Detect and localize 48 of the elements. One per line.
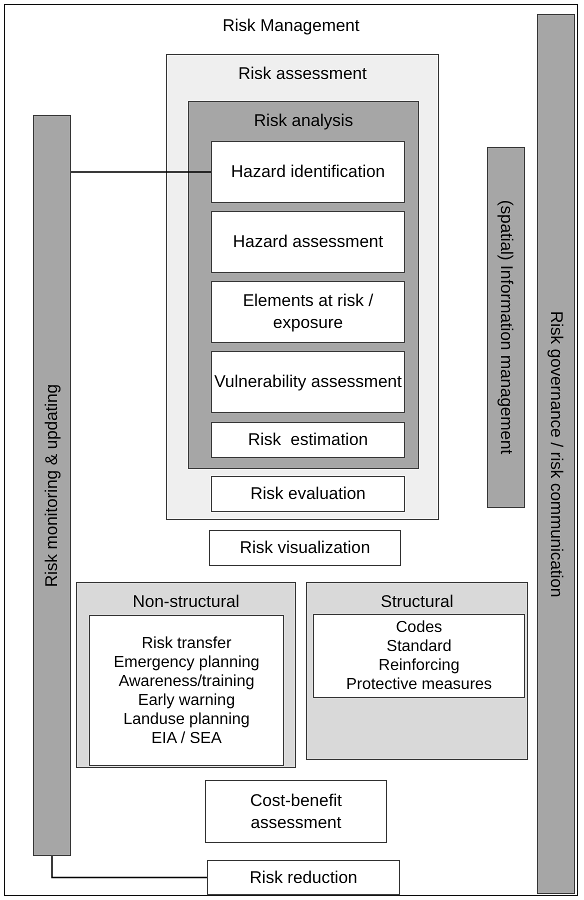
process-box — [211, 476, 405, 512]
band-label: (spatial) Information management — [496, 200, 517, 455]
process-box — [211, 351, 405, 413]
connector-line — [71, 171, 211, 173]
list-item: Early warning — [138, 690, 235, 710]
list-item: Emergency planning — [114, 652, 260, 672]
box-label: Cost-benefit assessment — [249, 790, 343, 834]
process-box — [207, 860, 400, 895]
process-box — [211, 211, 405, 273]
vertical-band — [537, 14, 575, 894]
list-box — [89, 615, 284, 766]
list-item: Protective measures — [346, 675, 492, 694]
list-item: Risk transfer — [142, 634, 232, 652]
process-box — [205, 780, 387, 843]
list-item: Standard — [386, 637, 452, 656]
box-label: Vulnerability assessment — [214, 371, 402, 393]
group-title: Risk assessment — [237, 63, 368, 85]
list-box — [313, 614, 525, 698]
process-box — [211, 422, 405, 458]
process-box — [211, 281, 405, 343]
vertical-band — [33, 115, 71, 856]
group-panel — [306, 582, 528, 760]
band-label: Risk governance / risk communication — [546, 310, 567, 598]
band-label: Risk monitoring & updating — [41, 384, 62, 588]
list-item: Codes — [396, 618, 442, 637]
group-panel — [76, 582, 296, 768]
box-label: Risk reduction — [250, 866, 358, 888]
process-box — [209, 530, 401, 566]
group-title: Non-structural — [132, 591, 240, 613]
group-panel — [188, 101, 419, 469]
group-title: Risk Management — [221, 15, 360, 37]
box-label: Risk estimation — [248, 429, 368, 451]
connector-line — [51, 856, 207, 878]
group-title: Structural — [380, 591, 454, 613]
box-label: Risk evaluation — [250, 483, 366, 505]
group-panel — [166, 54, 439, 520]
list-item: EIA / SEA — [151, 728, 222, 748]
box-label: Hazard assessment — [232, 231, 384, 253]
list-item: Landuse planning — [123, 710, 250, 728]
list-item: Awareness/training — [118, 672, 254, 690]
list-item: Reinforcing — [378, 656, 460, 675]
risk-management-frame — [4, 4, 578, 896]
process-box — [211, 141, 405, 203]
box-label: Risk visualization — [240, 537, 370, 559]
box-label: Elements at risk / exposure — [242, 290, 374, 334]
vertical-band — [487, 147, 525, 508]
group-title: Risk analysis — [252, 110, 354, 132]
box-label: Hazard identification — [230, 161, 386, 183]
